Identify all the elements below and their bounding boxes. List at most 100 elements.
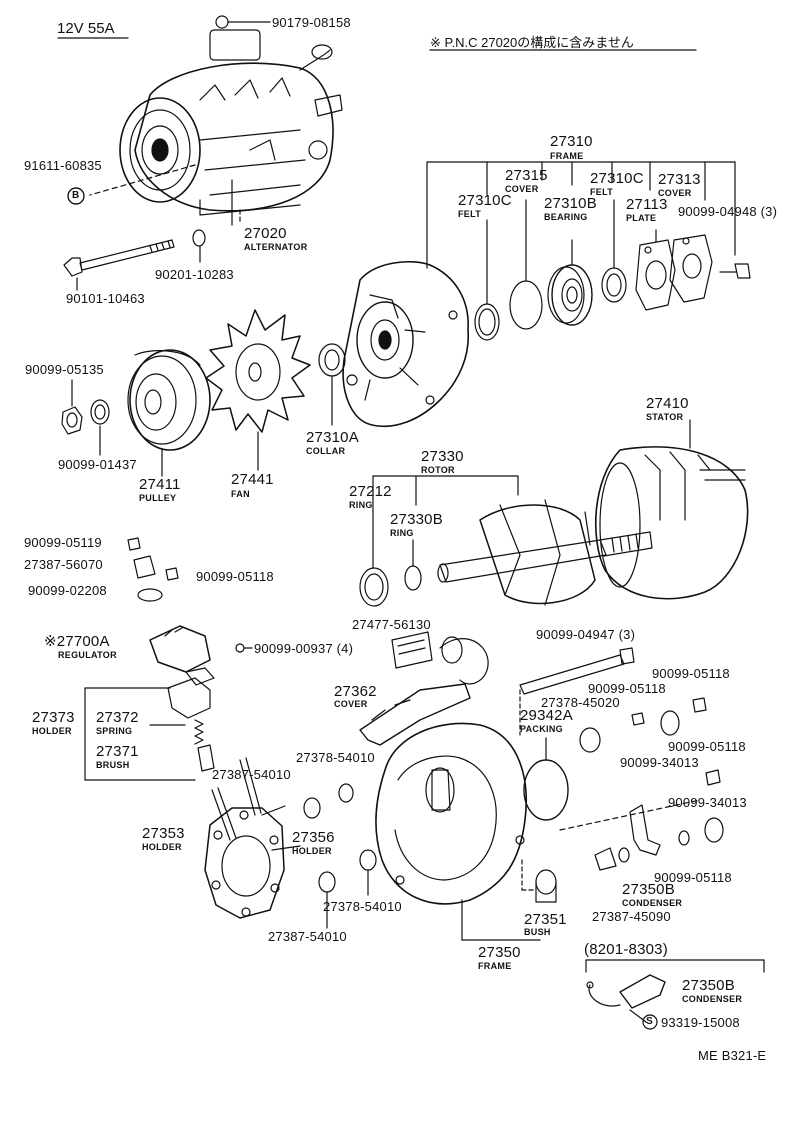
label-27310c-b-name: FELT (590, 187, 614, 197)
label-90099-05118-a: 90099-05118 (196, 569, 274, 584)
cover-27315 (509, 280, 543, 330)
mark-s-circle (642, 1014, 658, 1030)
connector-27477-56130 (391, 631, 489, 685)
alternator-assembly (89, 29, 343, 226)
bolt-90099-04947 (519, 647, 635, 736)
stator-27410 (594, 419, 749, 600)
label-27356: 27356 (292, 829, 335, 846)
label-27387-45090: 27387-45090 (592, 909, 671, 924)
label-27410: 27410 (646, 395, 689, 412)
washer-90099-02208 (137, 588, 163, 602)
condenser-27350b-b (586, 974, 666, 1023)
label-27411: 27411 (139, 476, 181, 493)
fan-27441 (205, 309, 311, 433)
holder-27353 (204, 807, 285, 919)
spring-27372 (194, 719, 204, 745)
label-90099-05118-e: 90099-05118 (654, 870, 732, 885)
label-27700a: ※27700A (44, 633, 110, 650)
voltage-rating: 12V 55A (57, 20, 115, 37)
bolt-90179-08158 (215, 15, 271, 29)
regulator-27700a (149, 625, 215, 686)
label-27350: 27350 (478, 944, 521, 961)
label-27350b-a: 27350B (622, 881, 675, 898)
label-27351: 27351 (524, 911, 567, 928)
label-27477-56130: 27477-56130 (352, 617, 431, 632)
bearing-27310b (547, 239, 593, 326)
label-27387-54010-b: 27387-54010 (268, 929, 347, 944)
nut-90099-05118-a (165, 567, 179, 581)
label-27410-name: STATOR (646, 412, 684, 422)
condenser-27350b-a (559, 799, 701, 856)
label-27212: 27212 (349, 483, 392, 500)
bushing-27387-54010-b (318, 871, 336, 929)
label-range-8201-8303: (8201-8303) (584, 941, 668, 958)
ring-27212 (359, 567, 389, 607)
bushing-27378-54010-b (359, 849, 377, 896)
label-27350b-a-name: CONDENSER (622, 898, 683, 908)
label-27351-name: BUSH (524, 927, 551, 937)
label-27310b-name: BEARING (544, 212, 588, 222)
felt-27310c-b (601, 199, 627, 303)
bush-27378-45020 (579, 727, 601, 753)
label-27362-name: COVER (334, 699, 368, 709)
label-90099-05118-c: 90099-05118 (588, 681, 666, 696)
label-27315: 27315 (505, 167, 548, 184)
exclusion-note: ※ P.N.C 27020の構成に含みません (430, 35, 634, 50)
bolt-stud-left (211, 757, 301, 851)
label-91611-60835: 91611-60835 (24, 158, 102, 173)
label-27371-name: BRUSH (96, 760, 130, 770)
label-27330b: 27330B (390, 511, 443, 528)
label-90179-08158: 90179-08158 (272, 15, 351, 30)
label-27378-45020: 27378-45020 (541, 695, 620, 710)
label-27310a-name: COLLAR (306, 446, 346, 456)
label-27372-name: SPRING (96, 726, 133, 736)
label-27350b-b: 27350B (682, 977, 735, 994)
label-27310c-a-name: FELT (458, 209, 482, 219)
label-27313: 27313 (658, 171, 701, 188)
bush-90099-05118-c (660, 710, 680, 736)
frame-27350 (375, 722, 527, 905)
label-27411-name: PULLEY (139, 493, 177, 503)
nut-90099-05118-d (692, 697, 707, 713)
label-27387-54010-a: 27387-54010 (212, 767, 291, 782)
label-27362: 27362 (334, 683, 377, 700)
label-27356-name: HOLDER (292, 846, 332, 856)
label-90099-05119: 90099-05119 (24, 535, 102, 550)
label-27700a-name: REGULATOR (58, 650, 117, 660)
label-27310c-a: 27310C (458, 192, 512, 209)
screw-90099-04948 (719, 263, 751, 279)
label-27350-name: FRAME (478, 961, 512, 971)
holder-27373 (149, 677, 211, 726)
label-27330b-name: RING (390, 528, 414, 538)
collar-27310a (318, 343, 346, 426)
label-90099-04947: 90099-04947 (3) (536, 627, 636, 642)
washer-90099-01437 (90, 399, 110, 425)
brush-27371 (197, 744, 215, 772)
label-27330-name: ROTOR (421, 465, 455, 475)
bush-90099-34013-b (704, 817, 724, 843)
bush-27351 (535, 869, 557, 903)
label-27313-name: COVER (658, 188, 692, 198)
cover-27362 (359, 683, 471, 746)
label-90099-05135: 90099-05135 (25, 362, 104, 377)
label-29342a-name: PACKING (520, 724, 563, 734)
mark-b-circle (67, 187, 85, 205)
insulator-27387-56070 (133, 555, 156, 579)
label-27212-name: RING (349, 500, 373, 510)
label-27350b-b-name: CONDENSER (682, 994, 743, 1004)
label-27310b: 27310B (544, 195, 597, 212)
label-27113: 27113 (626, 196, 668, 213)
label-27020-name: ALTERNATOR (244, 242, 308, 252)
diagram-code: ME B321-E (698, 1048, 767, 1063)
nut-90099-34013-a (705, 769, 721, 786)
plate-27113 (635, 229, 676, 311)
screw-90099-00937 (235, 643, 253, 653)
label-27310-name: FRAME (550, 151, 584, 161)
label-90101-10463: 90101-10463 (66, 291, 145, 306)
ring-27330b (404, 539, 422, 591)
label-27353-name: HOLDER (142, 842, 182, 852)
label-90099-05118-b: 90099-05118 (652, 666, 730, 681)
label-27113-name: PLATE (626, 213, 657, 223)
